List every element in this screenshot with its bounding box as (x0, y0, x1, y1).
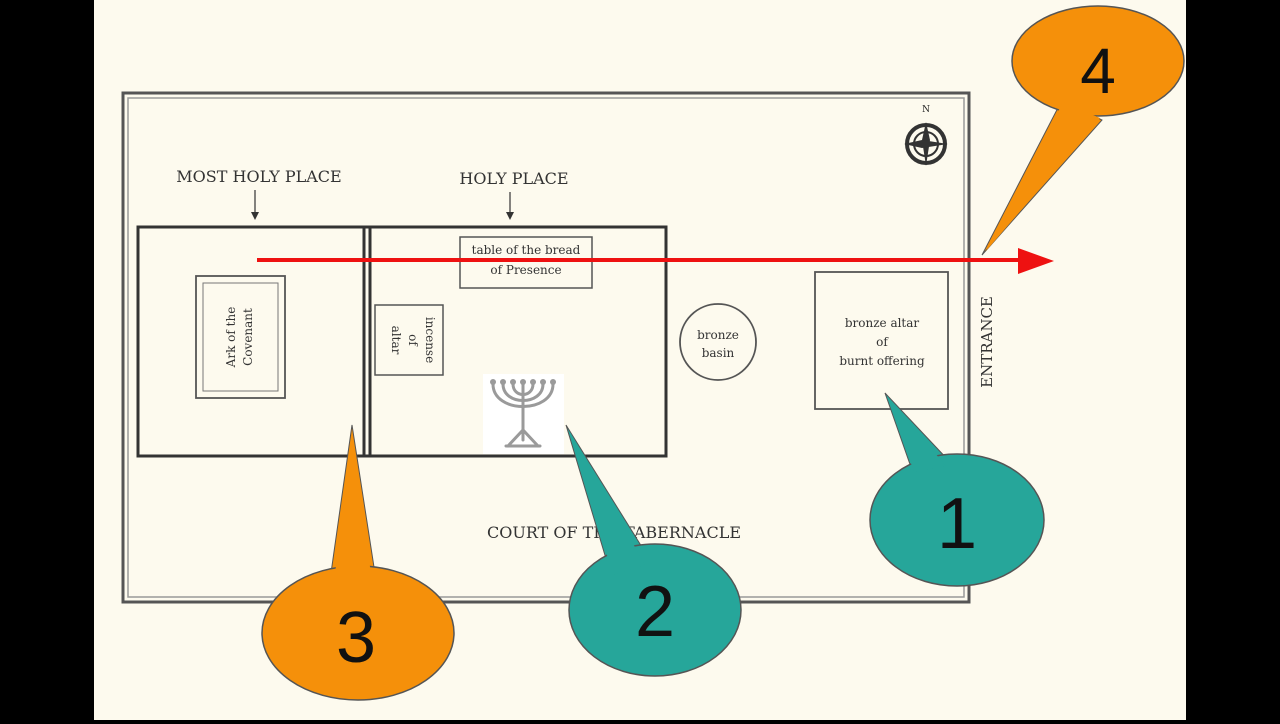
bronze-basin: bronze basin (679, 303, 757, 381)
callout-4-number: 4 (1080, 35, 1116, 107)
incense-label-line2: of (406, 334, 420, 347)
compass-icon: N (904, 105, 948, 166)
basin-label-line1: bronze (697, 328, 739, 342)
table-label-line2: of Presence (490, 263, 561, 277)
callout-2: 2 (565, 424, 742, 677)
callout-1-number: 1 (937, 484, 977, 564)
most-holy-place-heading: MOST HOLY PLACE (176, 167, 341, 186)
entrance-label: ENTRANCE (978, 296, 996, 388)
altar-label-line3: burnt offering (839, 354, 925, 368)
callout-3: 3 (261, 424, 455, 701)
ark-label-line1: Ark of the (224, 307, 238, 369)
ark-label-line2: Covenant (241, 308, 255, 366)
table-label-line1: table of the bread (472, 243, 581, 257)
holy-place-pointer-head (506, 212, 514, 220)
incense-label-line1: altar (389, 326, 403, 355)
basin-label-line2: basin (702, 346, 735, 360)
callout-3-number: 3 (336, 598, 376, 678)
callout-4: 4 (981, 5, 1185, 256)
holy-place-heading: HOLY PLACE (459, 169, 568, 188)
tabernacle-building (136, 225, 668, 458)
callout-1: 1 (869, 392, 1045, 587)
court-outer-border (121, 91, 971, 604)
incense-label-line3: incense (423, 317, 437, 363)
bronze-altar: bronze altar of burnt offering (814, 271, 949, 410)
most-holy-place-pointer-head (251, 212, 259, 220)
path-arrow (257, 248, 1054, 274)
menorah-icon (483, 374, 564, 454)
court-inner-border (127, 97, 965, 598)
altar-of-incense: altar of incense (374, 304, 444, 376)
table-of-presence: table of the bread of Presence (459, 236, 593, 289)
ark-of-the-covenant: Ark of the Covenant (195, 275, 286, 399)
altar-label-line1: bronze altar (845, 316, 920, 330)
callout-2-number: 2 (635, 572, 675, 652)
left-black-bar (0, 0, 94, 720)
compass-north-label: N (922, 105, 930, 115)
altar-label-line2: of (876, 335, 889, 349)
right-black-bar (1186, 0, 1280, 720)
